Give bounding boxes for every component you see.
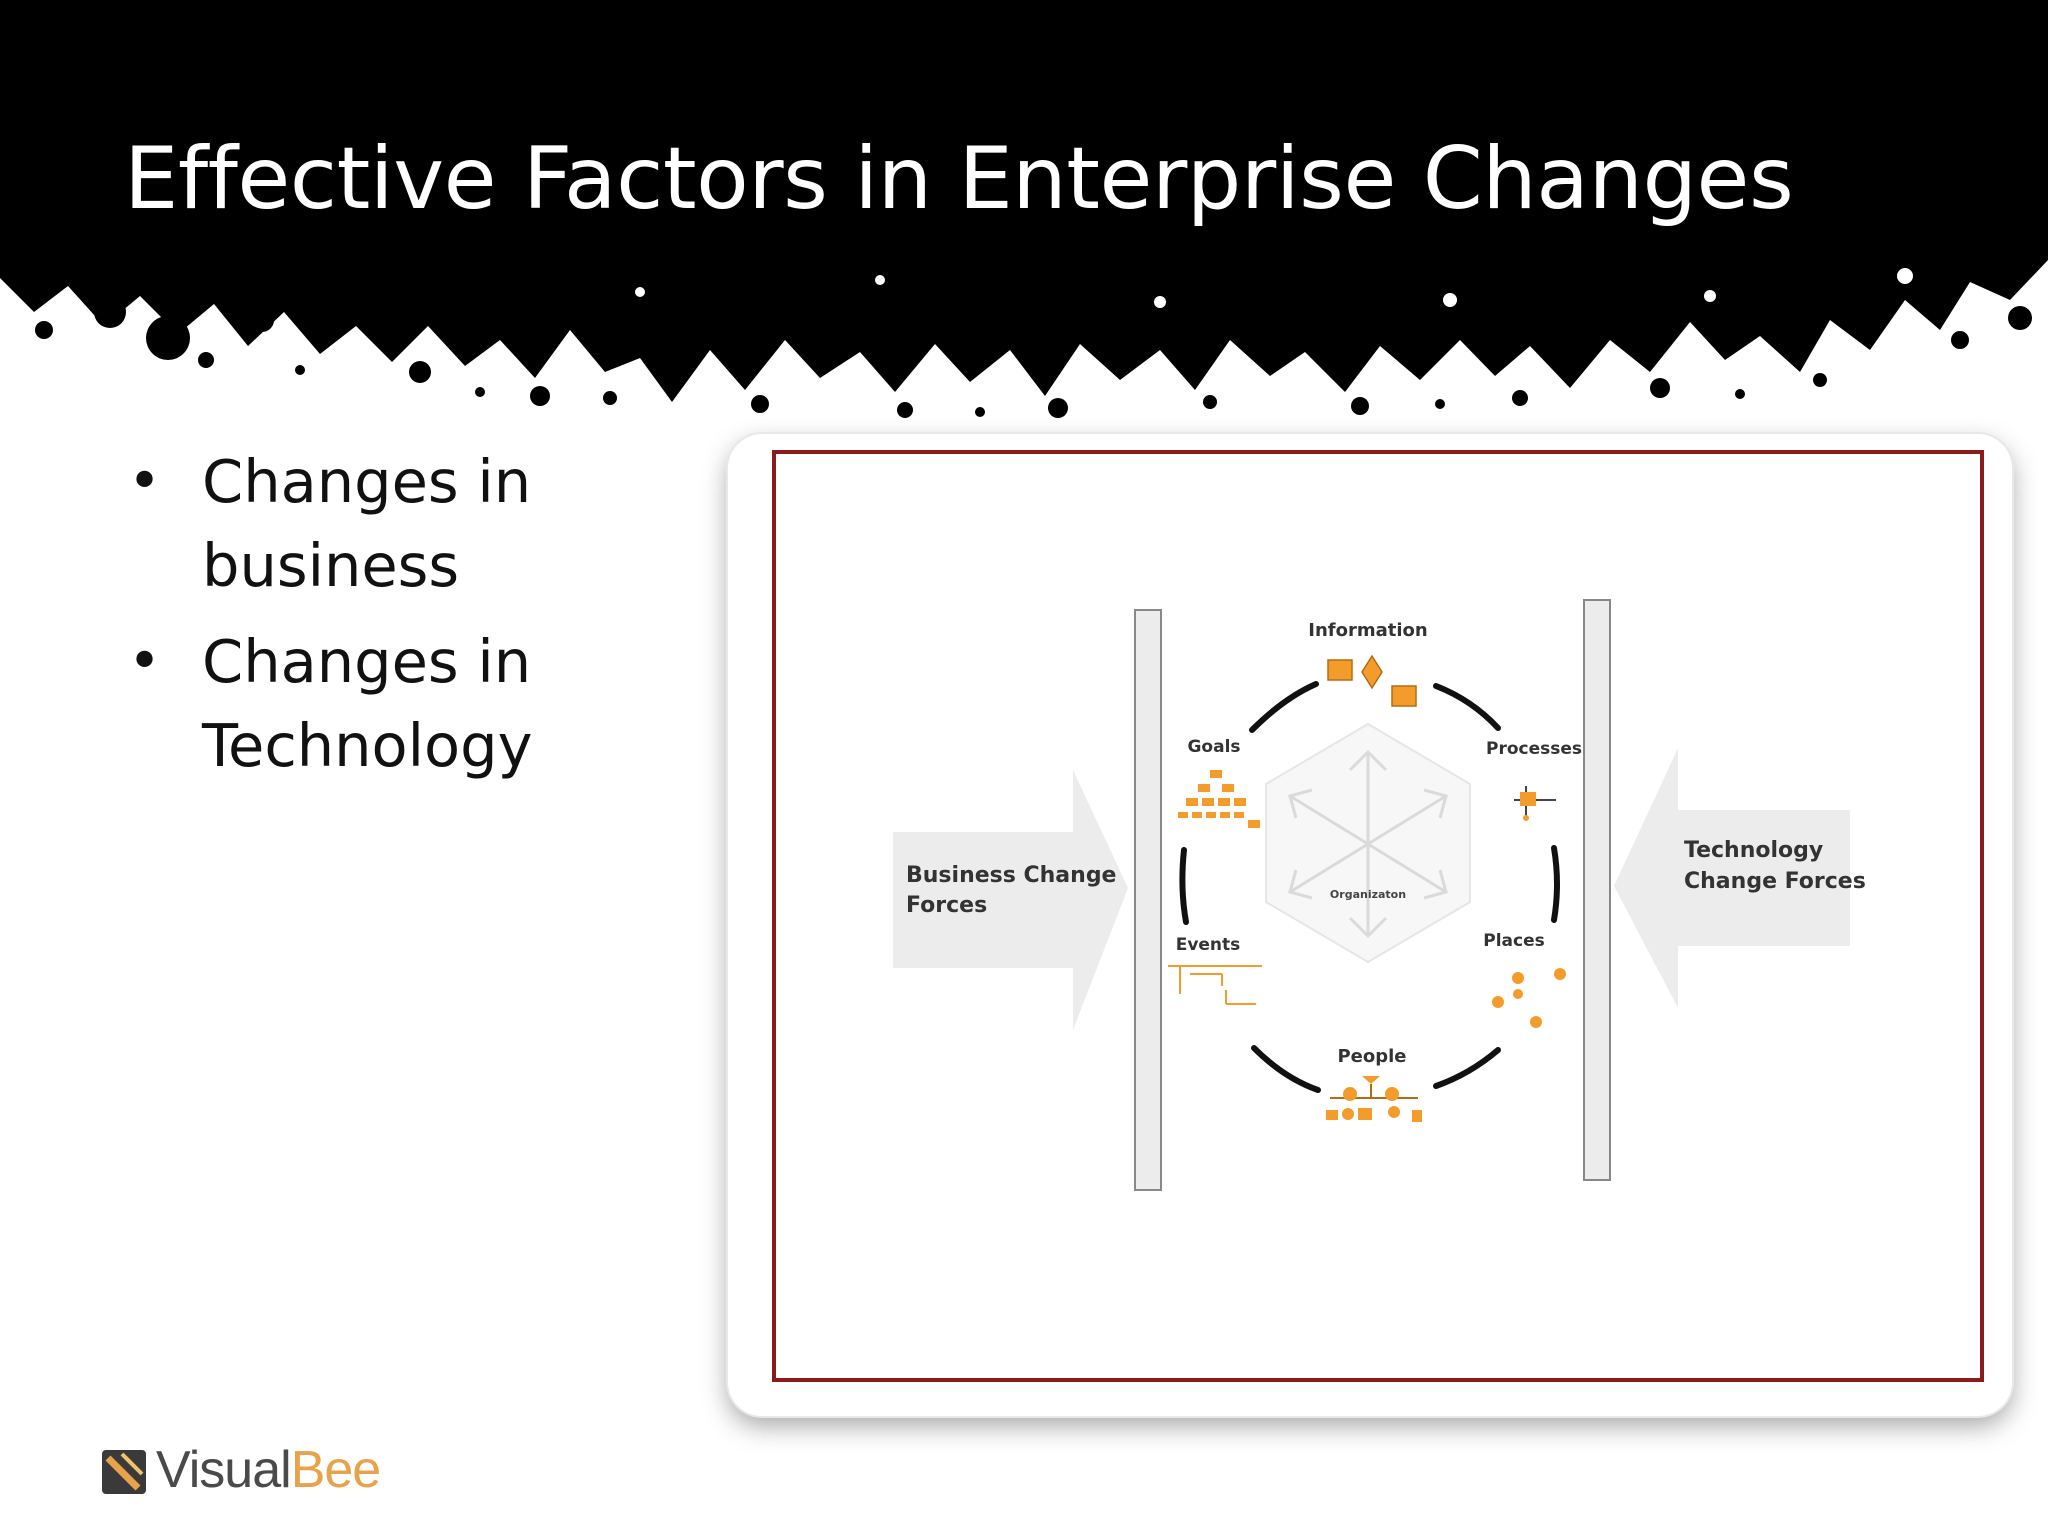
organization-arrows-icon bbox=[1288, 749, 1448, 939]
visualbee-logo: VisualBee bbox=[100, 1438, 400, 1508]
business-change-arrow bbox=[893, 770, 1128, 1030]
node-goals-label: Goals bbox=[1187, 737, 1240, 757]
bee-logo-icon bbox=[102, 1450, 146, 1494]
bullet-dot-icon: • bbox=[128, 629, 162, 694]
diagram-frame: Business Change Forces Technology Change… bbox=[728, 434, 2012, 1416]
bullet-item-business: • Changes in business bbox=[120, 440, 600, 608]
bullet-dot-icon: • bbox=[128, 449, 162, 514]
technology-change-label-line2: Change Forces bbox=[1684, 869, 1866, 894]
enterprise-change-diagram: Business Change Forces Technology Change… bbox=[772, 450, 1984, 1382]
bullet-text: Changes in Technology bbox=[202, 627, 533, 780]
business-change-label-line1: Business Change bbox=[906, 863, 1116, 888]
bullet-list: • Changes in business • Changes in Techn… bbox=[120, 440, 600, 800]
slide-header: Effective Factors in Enterprise Changes bbox=[0, 0, 2048, 440]
node-events-label: Events bbox=[1176, 935, 1241, 955]
node-places-label: Places bbox=[1483, 931, 1544, 951]
places-icon bbox=[1492, 968, 1566, 1028]
grunge-header-graphic bbox=[0, 0, 2048, 418]
node-information-label: Information bbox=[1308, 620, 1427, 641]
logo-text-accent: Bee bbox=[290, 1441, 382, 1499]
slide-title: Effective Factors in Enterprise Changes bbox=[124, 129, 1794, 229]
logo-text: VisualBee bbox=[156, 1440, 382, 1500]
information-icon bbox=[1327, 654, 1417, 707]
logo-text-main: Visual bbox=[156, 1441, 292, 1499]
bullet-item-technology: • Changes in Technology bbox=[120, 620, 600, 788]
processes-icon bbox=[1514, 786, 1556, 821]
technology-change-arrow bbox=[1614, 748, 1850, 1008]
goals-icon bbox=[1178, 770, 1260, 828]
technology-change-label-line1: Technology bbox=[1684, 838, 1823, 863]
node-people-label: People bbox=[1337, 1046, 1406, 1067]
organization-label: Organizaton bbox=[1330, 888, 1406, 901]
bullet-text: Changes in business bbox=[202, 447, 532, 600]
right-pillar bbox=[1583, 599, 1611, 1181]
cycle-arcs bbox=[1179, 681, 1560, 1093]
business-change-label-line2: Forces bbox=[906, 893, 987, 918]
people-icon bbox=[1326, 1076, 1422, 1122]
node-processes-label: Processes bbox=[1486, 739, 1582, 759]
events-icon bbox=[1168, 965, 1262, 1005]
left-pillar bbox=[1134, 609, 1162, 1191]
